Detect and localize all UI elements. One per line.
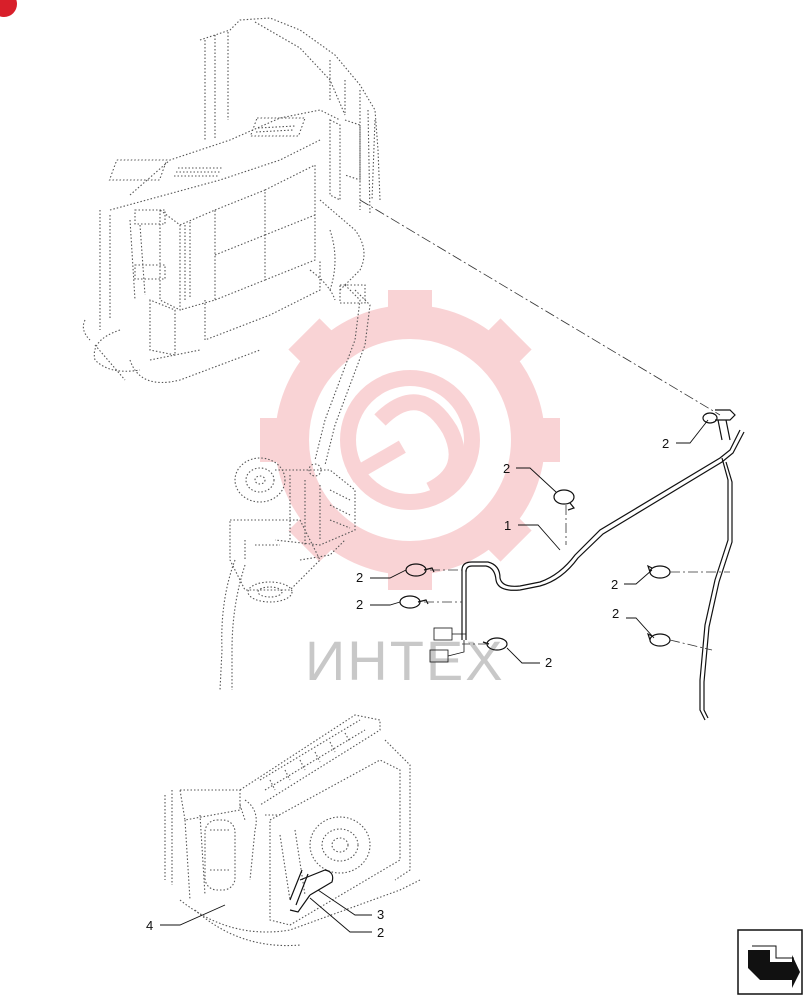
callout-item-2[interactable]: 2	[611, 577, 618, 592]
ac-pipe-assembly	[429, 409, 745, 721]
callout-item-2[interactable]: 2	[356, 597, 363, 612]
callout-item-3[interactable]: 3	[377, 907, 384, 922]
compressor-assembly	[219, 457, 356, 691]
corner-badge-icon	[0, 0, 17, 17]
callout-item-2[interactable]: 2	[503, 461, 510, 476]
connection-line	[359, 199, 721, 416]
hose-clamp-item-2	[553, 489, 576, 511]
hose-clamp-item-2	[399, 595, 429, 609]
callout-item-2[interactable]: 2	[662, 436, 669, 451]
watermark-text: ИНТЕХ	[305, 629, 505, 692]
callout-item-2[interactable]: 2	[356, 570, 363, 585]
callout-item-1[interactable]: 1	[504, 518, 511, 533]
hose-clamp-item-2	[646, 632, 671, 647]
alignment-line	[669, 639, 713, 651]
hose-item-3	[289, 869, 334, 913]
callout-item-2[interactable]: 2	[545, 655, 552, 670]
watermark-gear-logo	[260, 290, 560, 590]
callout-item-2[interactable]: 2	[612, 606, 619, 621]
hose-clamp-item-2	[646, 564, 671, 579]
hvac-unit-assembly	[82, 17, 381, 466]
callout-item-2[interactable]: 2	[377, 925, 384, 940]
condenser-assembly	[164, 714, 421, 947]
next-page-arrow-icon[interactable]	[737, 929, 803, 995]
callout-item-4[interactable]: 4	[146, 918, 153, 933]
